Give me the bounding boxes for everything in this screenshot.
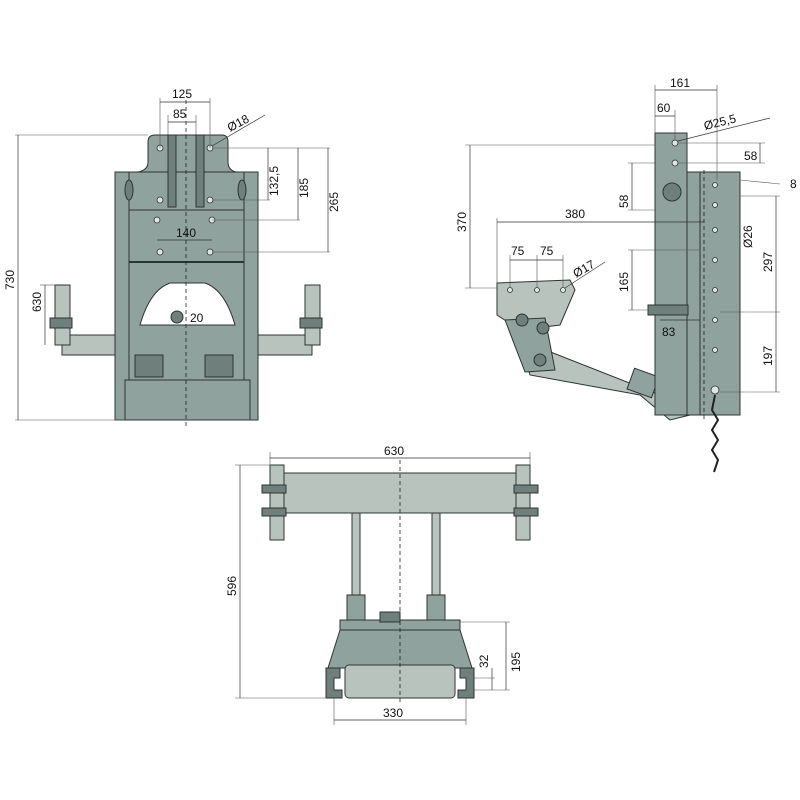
- side-column-inner: [686, 171, 701, 416]
- dim-161: 161: [670, 76, 690, 90]
- dim-330: 330: [383, 706, 403, 720]
- dim-197: 197: [761, 346, 775, 366]
- rail: [167, 134, 177, 208]
- dim-60: 60: [657, 101, 671, 115]
- right-bracket: [304, 284, 321, 346]
- top-plate: [137, 134, 237, 173]
- left-hook: [325, 667, 343, 699]
- rail: [195, 134, 205, 208]
- dim-85: 85: [173, 107, 187, 121]
- slot: [124, 179, 134, 201]
- locking-pin: [647, 304, 689, 316]
- dim-d25-5: Ø25,5: [702, 111, 737, 133]
- frame-cutout: [139, 282, 236, 326]
- dim-d17: Ø17: [571, 257, 598, 281]
- front-view: 125 85 Ø18 132,5 185 265 140 20 730 630: [3, 87, 341, 428]
- dim-20: 20: [190, 311, 204, 325]
- dim-140: 140: [176, 226, 196, 240]
- left-bracket: [54, 284, 71, 346]
- dim-58-right: 58: [744, 149, 758, 163]
- right-end-plate: [515, 464, 531, 541]
- dim-195: 195: [509, 652, 523, 672]
- right-channel: [243, 171, 259, 421]
- dim-32: 32: [477, 654, 491, 668]
- dim-132-5: 132,5: [267, 166, 281, 196]
- dim-380: 380: [565, 207, 585, 221]
- right-hook: [457, 667, 475, 699]
- dim-75-b: 75: [540, 244, 554, 258]
- right-bolt: [299, 317, 323, 329]
- clamp: [204, 354, 234, 378]
- dim-730: 730: [3, 270, 17, 290]
- dim-75-a: 75: [511, 244, 525, 258]
- dim-8: 8: [790, 177, 797, 191]
- top-crossbar: [277, 472, 523, 514]
- mast-holes: [710, 182, 720, 395]
- left-end-plate: [269, 464, 285, 541]
- side-view: 161 60 Ø25,5 58 8 58 370 380 75 75 Ø17 1…: [455, 76, 797, 473]
- side-column: [654, 132, 688, 416]
- dim-265: 265: [327, 192, 341, 212]
- pin: [170, 310, 184, 324]
- dim-125: 125: [172, 87, 192, 101]
- left-bolt: [49, 317, 73, 329]
- side-pin: [662, 182, 682, 202]
- clamp: [134, 354, 164, 378]
- dim-297: 297: [761, 252, 775, 272]
- side-mast: [699, 171, 741, 416]
- dim-58-left: 58: [617, 194, 631, 208]
- top-view: 630 596 32 195 330: [225, 444, 539, 725]
- dim-185: 185: [297, 178, 311, 198]
- dim-165: 165: [617, 272, 631, 292]
- dim-d18: Ø18: [225, 111, 252, 134]
- dim-d26: Ø26: [741, 225, 755, 248]
- dim-596: 596: [225, 576, 239, 596]
- slot: [237, 179, 247, 201]
- frame-base: [124, 379, 251, 421]
- dim-630-left: 630: [30, 292, 44, 312]
- dim-630-top: 630: [384, 444, 404, 458]
- dim-83: 83: [662, 325, 676, 339]
- chain: [710, 394, 720, 473]
- dim-370: 370: [455, 212, 469, 232]
